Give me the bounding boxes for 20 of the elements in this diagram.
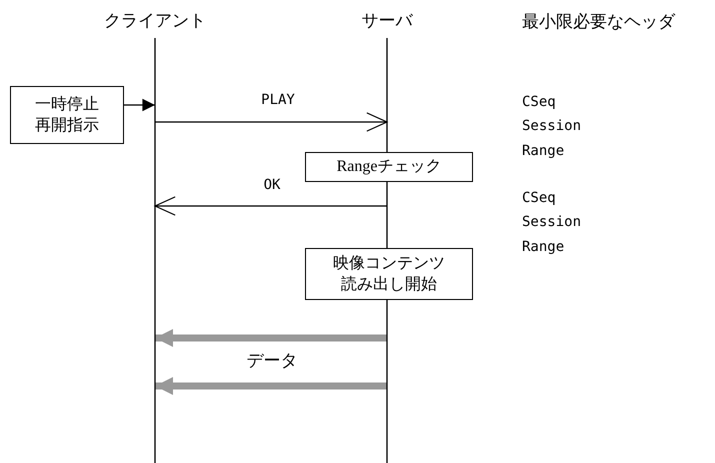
arrow [155, 377, 387, 395]
arrow [124, 98, 155, 112]
header-name: Range [522, 143, 564, 159]
header-name: Range [522, 239, 564, 255]
header-name: 最小限必要なヘッダ [522, 11, 675, 33]
box-text: 映像コンテンツ読み出し開始 [332, 253, 446, 295]
arrow [155, 329, 387, 347]
header-name: Session [522, 118, 582, 134]
process-box [305, 152, 473, 182]
lifeline-title: クライアント [104, 10, 206, 33]
box-text: Rangeチェック [336, 156, 442, 177]
lifeline-title: サーバ [362, 10, 412, 33]
box-text: 一時停止再開指示 [34, 94, 100, 136]
header-name: CSeq [522, 94, 556, 110]
process-box [305, 248, 473, 300]
arrow [154, 196, 387, 216]
header-name: Session [522, 214, 582, 230]
process-box [10, 86, 124, 144]
header-name: CSeq [522, 190, 556, 206]
arrow [155, 112, 388, 132]
